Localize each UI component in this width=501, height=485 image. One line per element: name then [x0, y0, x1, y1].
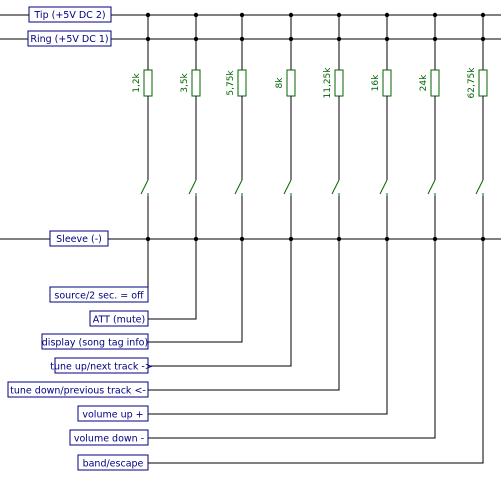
switch-8: [475, 179, 484, 195]
branch-8: 62,75k: [467, 12, 488, 242]
function-label-text: ATT (mute): [93, 315, 145, 326]
resistor-value-6: 16k: [371, 74, 381, 91]
output-wire: [148, 239, 388, 415]
function-label-box: [77, 405, 149, 422]
function-label-box: [69, 429, 149, 446]
ring-label-text: Ring (+5V DC 1): [30, 34, 108, 45]
function-label-box: [54, 357, 149, 374]
branch-6: 16k: [371, 12, 392, 242]
resistor-value-2: 3,5k: [180, 72, 190, 92]
junction-dot: [432, 12, 438, 18]
resistor-2: [191, 69, 201, 97]
resistor-value-8: 62,75k: [467, 67, 477, 99]
branch-3: 5,75k: [226, 12, 247, 242]
switch-4: [283, 179, 292, 195]
resistor-4: [286, 69, 296, 97]
resistor-value-1: 1,2k: [132, 72, 142, 92]
junction-dot: [480, 36, 486, 42]
switch-6: [379, 179, 388, 195]
resistor-8: [478, 69, 488, 97]
junction-dot: [288, 36, 294, 42]
output-wire: [148, 239, 484, 464]
switch-3: [234, 179, 243, 195]
junction-dot: [384, 36, 390, 42]
junction-dot: [336, 12, 342, 18]
resistor-value-4: 8k: [275, 77, 285, 89]
resistor-value-7: 24k: [419, 74, 429, 91]
resistor-3: [237, 69, 247, 97]
junction-dot: [193, 36, 199, 42]
junction-dot: [288, 12, 294, 18]
switch-2: [188, 179, 197, 195]
junction-dot: [193, 12, 199, 18]
sleeve-label: Sleeve (-): [49, 230, 109, 247]
function-label-box: [89, 310, 149, 327]
function-row-7: volume down -: [69, 239, 436, 446]
tip-label-text: Tip (+5V DC 2): [33, 10, 105, 21]
function-label-text: tune up/next track ->: [50, 362, 153, 373]
branch-7: 24k: [419, 12, 440, 242]
function-row-6: volume up +: [77, 239, 388, 422]
output-wire: [148, 239, 243, 343]
junction-dot: [384, 12, 390, 18]
function-row-8: band/escape: [77, 239, 484, 471]
resistor-value-5: 11,25k: [323, 67, 333, 99]
function-label-box: [77, 454, 149, 471]
junction-dot: [432, 36, 438, 42]
tip-label: Tip (+5V DC 2): [28, 6, 112, 23]
sleeve-label-text: Sleeve (-): [56, 234, 102, 245]
output-wire: [148, 239, 197, 320]
branch-2: 3,5k: [180, 12, 201, 242]
switch-1: [140, 179, 149, 195]
junction-dot: [239, 36, 245, 42]
function-row-5: tune down/previous track <-: [7, 239, 340, 398]
branch-1: 1,2k: [132, 12, 153, 242]
function-label-text: source/2 sec. = off: [54, 291, 144, 302]
function-label-text: volume down -: [74, 434, 144, 445]
junction-dot: [480, 12, 486, 18]
branches: 1,2k 3,5k 5,75k 8k 11,25k 16k 24k 62,75k: [132, 12, 488, 242]
resistor-6: [382, 69, 392, 97]
resistor-value-3: 5,75k: [226, 70, 236, 96]
function-label-box: [41, 333, 149, 350]
output-wire: [148, 239, 436, 439]
ring-label: Ring (+5V DC 1): [27, 30, 112, 47]
junction-dot: [239, 12, 245, 18]
branch-4: 8k: [275, 12, 296, 242]
resistor-5: [334, 69, 344, 97]
junction-dot: [336, 36, 342, 42]
function-row-3: display (song tag info): [41, 239, 243, 350]
function-label-box: [7, 381, 149, 398]
resistor-7: [430, 69, 440, 97]
function-label-text: display (song tag info): [42, 338, 148, 349]
output-wire: [148, 239, 292, 367]
function-label-text: tune down/previous track <-: [10, 386, 146, 397]
branch-5: 11,25k: [323, 12, 344, 242]
switch-7: [427, 179, 436, 195]
function-label-box: [49, 286, 149, 303]
rails: [0, 14, 501, 240]
junction-dot: [145, 36, 151, 42]
resistor-1: [143, 69, 153, 97]
output-wire: [148, 239, 340, 391]
function-row-2: ATT (mute): [89, 239, 197, 327]
junction-dot: [145, 12, 151, 18]
function-label-text: volume up +: [82, 410, 143, 421]
function-label-text: band/escape: [83, 459, 144, 470]
function-row-1: source/2 sec. = off: [49, 239, 149, 303]
function-row-4: tune up/next track ->: [50, 239, 292, 374]
switch-5: [331, 179, 340, 195]
